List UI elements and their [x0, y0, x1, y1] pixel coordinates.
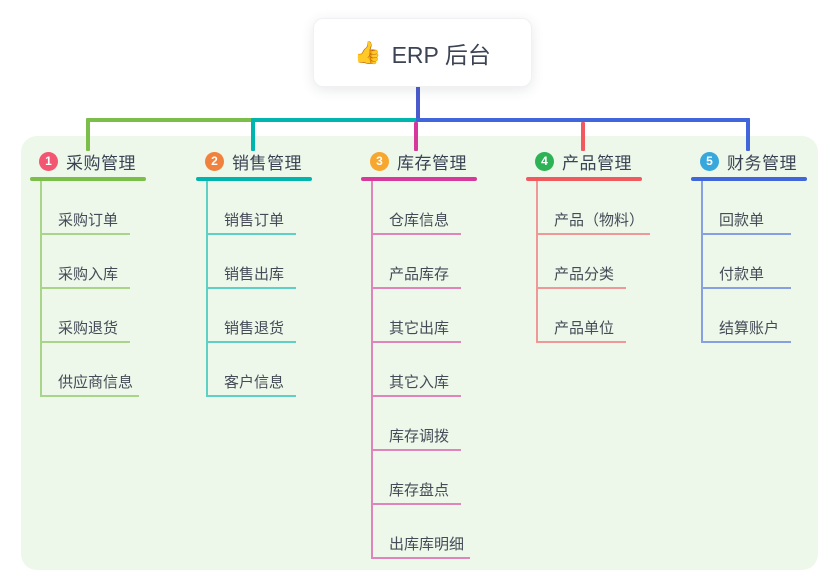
branch-3: 3 库存管理仓库信息产品库存其它出库其它入库库存调拨库存盘点出库库明细 [361, 148, 477, 559]
child-node[interactable]: 销售出库 [208, 235, 296, 289]
connector-root-vertical [416, 85, 420, 120]
child-node[interactable]: 采购退货 [42, 289, 130, 343]
branch-title: 财务管理 [727, 153, 797, 173]
connector-branch-5-horizontal [416, 118, 750, 122]
connector-branch-2-vertical [251, 120, 255, 151]
child-node[interactable]: 其它出库 [373, 289, 461, 343]
branches-background-panel [21, 136, 818, 570]
branch-children: 采购订单采购入库采购退货供应商信息 [40, 181, 140, 397]
child-node[interactable]: 其它入库 [373, 343, 461, 397]
connector-branch-3-vertical [414, 122, 418, 151]
branch-title-underline [196, 177, 312, 181]
branch-4: 4 产品管理产品（物料）产品分类产品单位 [526, 148, 651, 343]
child-node[interactable]: 库存盘点 [373, 451, 461, 505]
branch-title-underline [361, 177, 477, 181]
branch-title-node[interactable]: 3 库存管理 [361, 148, 477, 174]
child-node[interactable]: 产品库存 [373, 235, 461, 289]
root-node-label: ERP 后台 [391, 41, 491, 68]
branch-title-node[interactable]: 5 财务管理 [691, 148, 807, 174]
child-node[interactable]: 供应商信息 [42, 343, 140, 397]
connector-branch-2-horizontal [251, 118, 419, 122]
branch-title: 产品管理 [562, 153, 632, 173]
connector-branch-1-vertical [86, 120, 90, 151]
branch-title: 采购管理 [66, 153, 136, 173]
child-node[interactable]: 回款单 [703, 181, 791, 235]
child-node[interactable]: 销售退货 [208, 289, 296, 343]
branch-number-badge: 5 [700, 151, 719, 171]
child-node[interactable]: 产品单位 [538, 289, 626, 343]
branch-title: 销售管理 [232, 153, 302, 173]
branch-title-node[interactable]: 4 产品管理 [526, 148, 650, 174]
branch-5: 5 财务管理回款单付款单结算账户 [691, 148, 807, 343]
child-node[interactable]: 库存调拨 [373, 397, 461, 451]
child-node[interactable]: 产品分类 [538, 235, 626, 289]
connector-branch-4-vertical [581, 122, 585, 151]
child-node[interactable]: 仓库信息 [373, 181, 461, 235]
child-node[interactable]: 采购入库 [42, 235, 130, 289]
child-node[interactable]: 结算账户 [703, 289, 791, 343]
child-node[interactable]: 产品（物料） [538, 181, 651, 235]
branch-number-badge: 4 [535, 151, 554, 171]
branch-title-underline [691, 177, 807, 181]
child-node[interactable]: 出库库明细 [373, 505, 471, 559]
branch-number-badge: 3 [370, 151, 389, 171]
branch-title-node[interactable]: 1 采购管理 [30, 148, 146, 174]
child-node[interactable]: 销售订单 [208, 181, 296, 235]
connector-branch-5-vertical [746, 118, 750, 151]
thumbs-up-icon: 👍 [354, 39, 382, 65]
child-node[interactable]: 付款单 [703, 235, 791, 289]
branch-children: 产品（物料）产品分类产品单位 [536, 181, 651, 343]
branch-title: 库存管理 [397, 153, 467, 173]
branch-2: 2 销售管理销售订单销售出库销售退货客户信息 [196, 148, 312, 397]
branch-title-underline [30, 177, 146, 181]
branch-title-node[interactable]: 2 销售管理 [196, 148, 312, 174]
branch-children: 仓库信息产品库存其它出库其它入库库存调拨库存盘点出库库明细 [371, 181, 471, 559]
child-node[interactable]: 采购订单 [42, 181, 130, 235]
branch-1: 1 采购管理采购订单采购入库采购退货供应商信息 [30, 148, 146, 397]
branch-number-badge: 1 [39, 151, 58, 171]
child-node[interactable]: 客户信息 [208, 343, 296, 397]
branch-children: 销售订单销售出库销售退货客户信息 [206, 181, 296, 397]
branch-title-underline [526, 177, 642, 181]
branch-children: 回款单付款单结算账户 [701, 181, 791, 343]
branch-number-badge: 2 [205, 151, 224, 171]
root-node[interactable]: 👍 ERP 后台 [313, 18, 532, 87]
